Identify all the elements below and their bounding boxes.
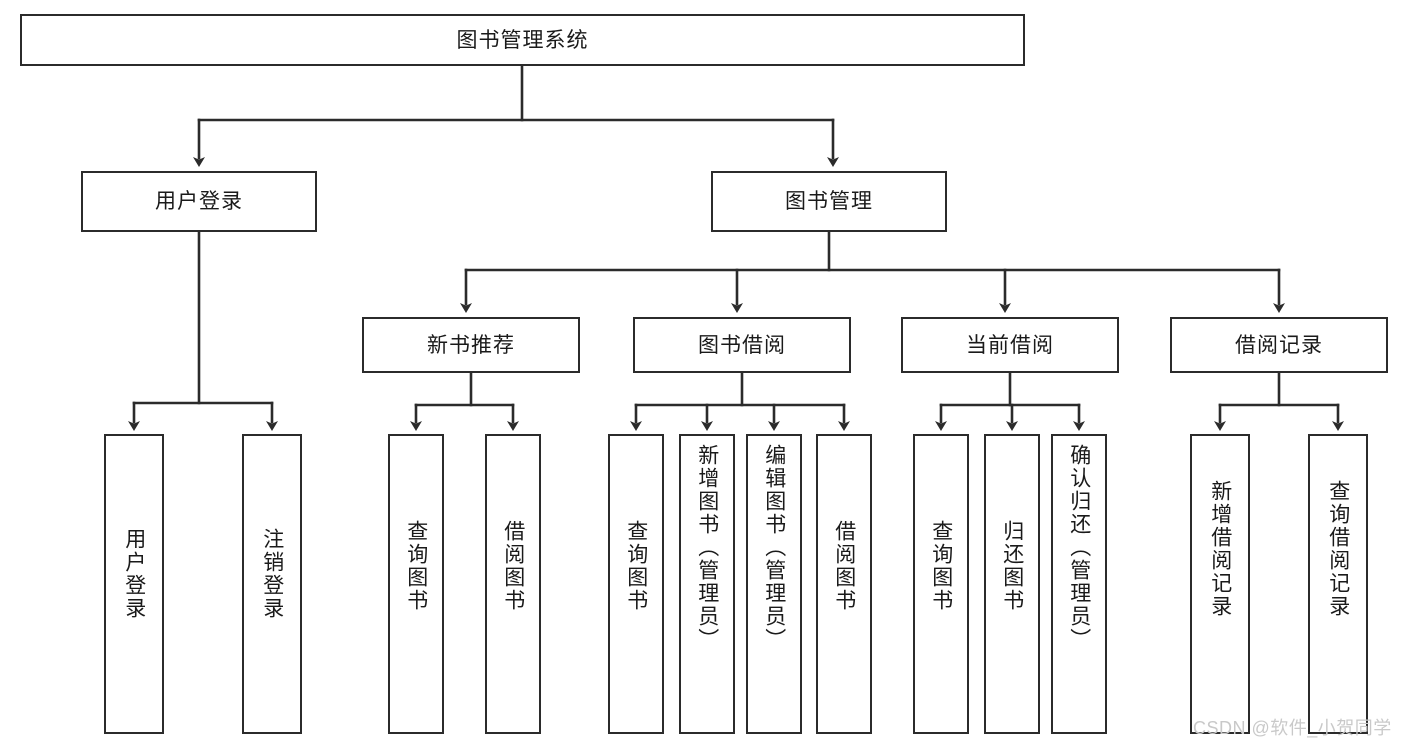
leaf-label: 新增借阅记录 bbox=[1208, 480, 1232, 618]
leaf-label: 新增图书（管理员） bbox=[695, 444, 719, 651]
node-current-borrow[interactable]: 当前借阅 bbox=[901, 317, 1119, 373]
leaf-node-query-book-recommend[interactable]: 查询图书 bbox=[388, 434, 444, 734]
leaf-node-query-book-current[interactable]: 查询图书 bbox=[913, 434, 969, 734]
leaf-node-return-book[interactable]: 归还图书 bbox=[984, 434, 1040, 734]
leaf-label: 编辑图书（管理员） bbox=[762, 444, 786, 651]
leaf-label: 借阅图书 bbox=[501, 520, 525, 612]
leaf-node-add-borrow-record[interactable]: 新增借阅记录 bbox=[1190, 434, 1250, 734]
leaf-node-borrow-book[interactable]: 借阅图书 bbox=[816, 434, 872, 734]
node-root-system[interactable]: 图书管理系统 bbox=[20, 14, 1025, 66]
leaf-label: 查询借阅记录 bbox=[1326, 480, 1350, 618]
node-user-login[interactable]: 用户登录 bbox=[81, 171, 317, 232]
leaf-label: 查询图书 bbox=[624, 520, 648, 612]
leaf-node-query-book-borrow[interactable]: 查询图书 bbox=[608, 434, 664, 734]
node-new-book-recommend[interactable]: 新书推荐 bbox=[362, 317, 580, 373]
leaf-label: 查询图书 bbox=[404, 520, 428, 612]
leaf-node-confirm-return-admin[interactable]: 确认归还（管理员） bbox=[1051, 434, 1107, 734]
leaf-label: 查询图书 bbox=[929, 520, 953, 612]
node-book-management[interactable]: 图书管理 bbox=[711, 171, 947, 232]
leaf-node-edit-book-admin[interactable]: 编辑图书（管理员） bbox=[746, 434, 802, 734]
leaf-label: 用户登录 bbox=[122, 528, 146, 620]
csdn-watermark: CSDN @软件_小贺同学 bbox=[1193, 718, 1392, 738]
leaf-label: 确认归还（管理员） bbox=[1067, 444, 1091, 651]
leaf-label: 归还图书 bbox=[1000, 520, 1024, 612]
node-borrow-record[interactable]: 借阅记录 bbox=[1170, 317, 1388, 373]
node-book-borrow[interactable]: 图书借阅 bbox=[633, 317, 851, 373]
leaf-node-add-book-admin[interactable]: 新增图书（管理员） bbox=[679, 434, 735, 734]
leaf-label: 借阅图书 bbox=[832, 520, 856, 612]
leaf-label: 注销登录 bbox=[260, 528, 284, 620]
leaf-node-borrow-book-recommend[interactable]: 借阅图书 bbox=[485, 434, 541, 734]
leaf-node-logout-login[interactable]: 注销登录 bbox=[242, 434, 302, 734]
leaf-node-query-borrow-record[interactable]: 查询借阅记录 bbox=[1308, 434, 1368, 734]
leaf-node-user-login[interactable]: 用户登录 bbox=[104, 434, 164, 734]
